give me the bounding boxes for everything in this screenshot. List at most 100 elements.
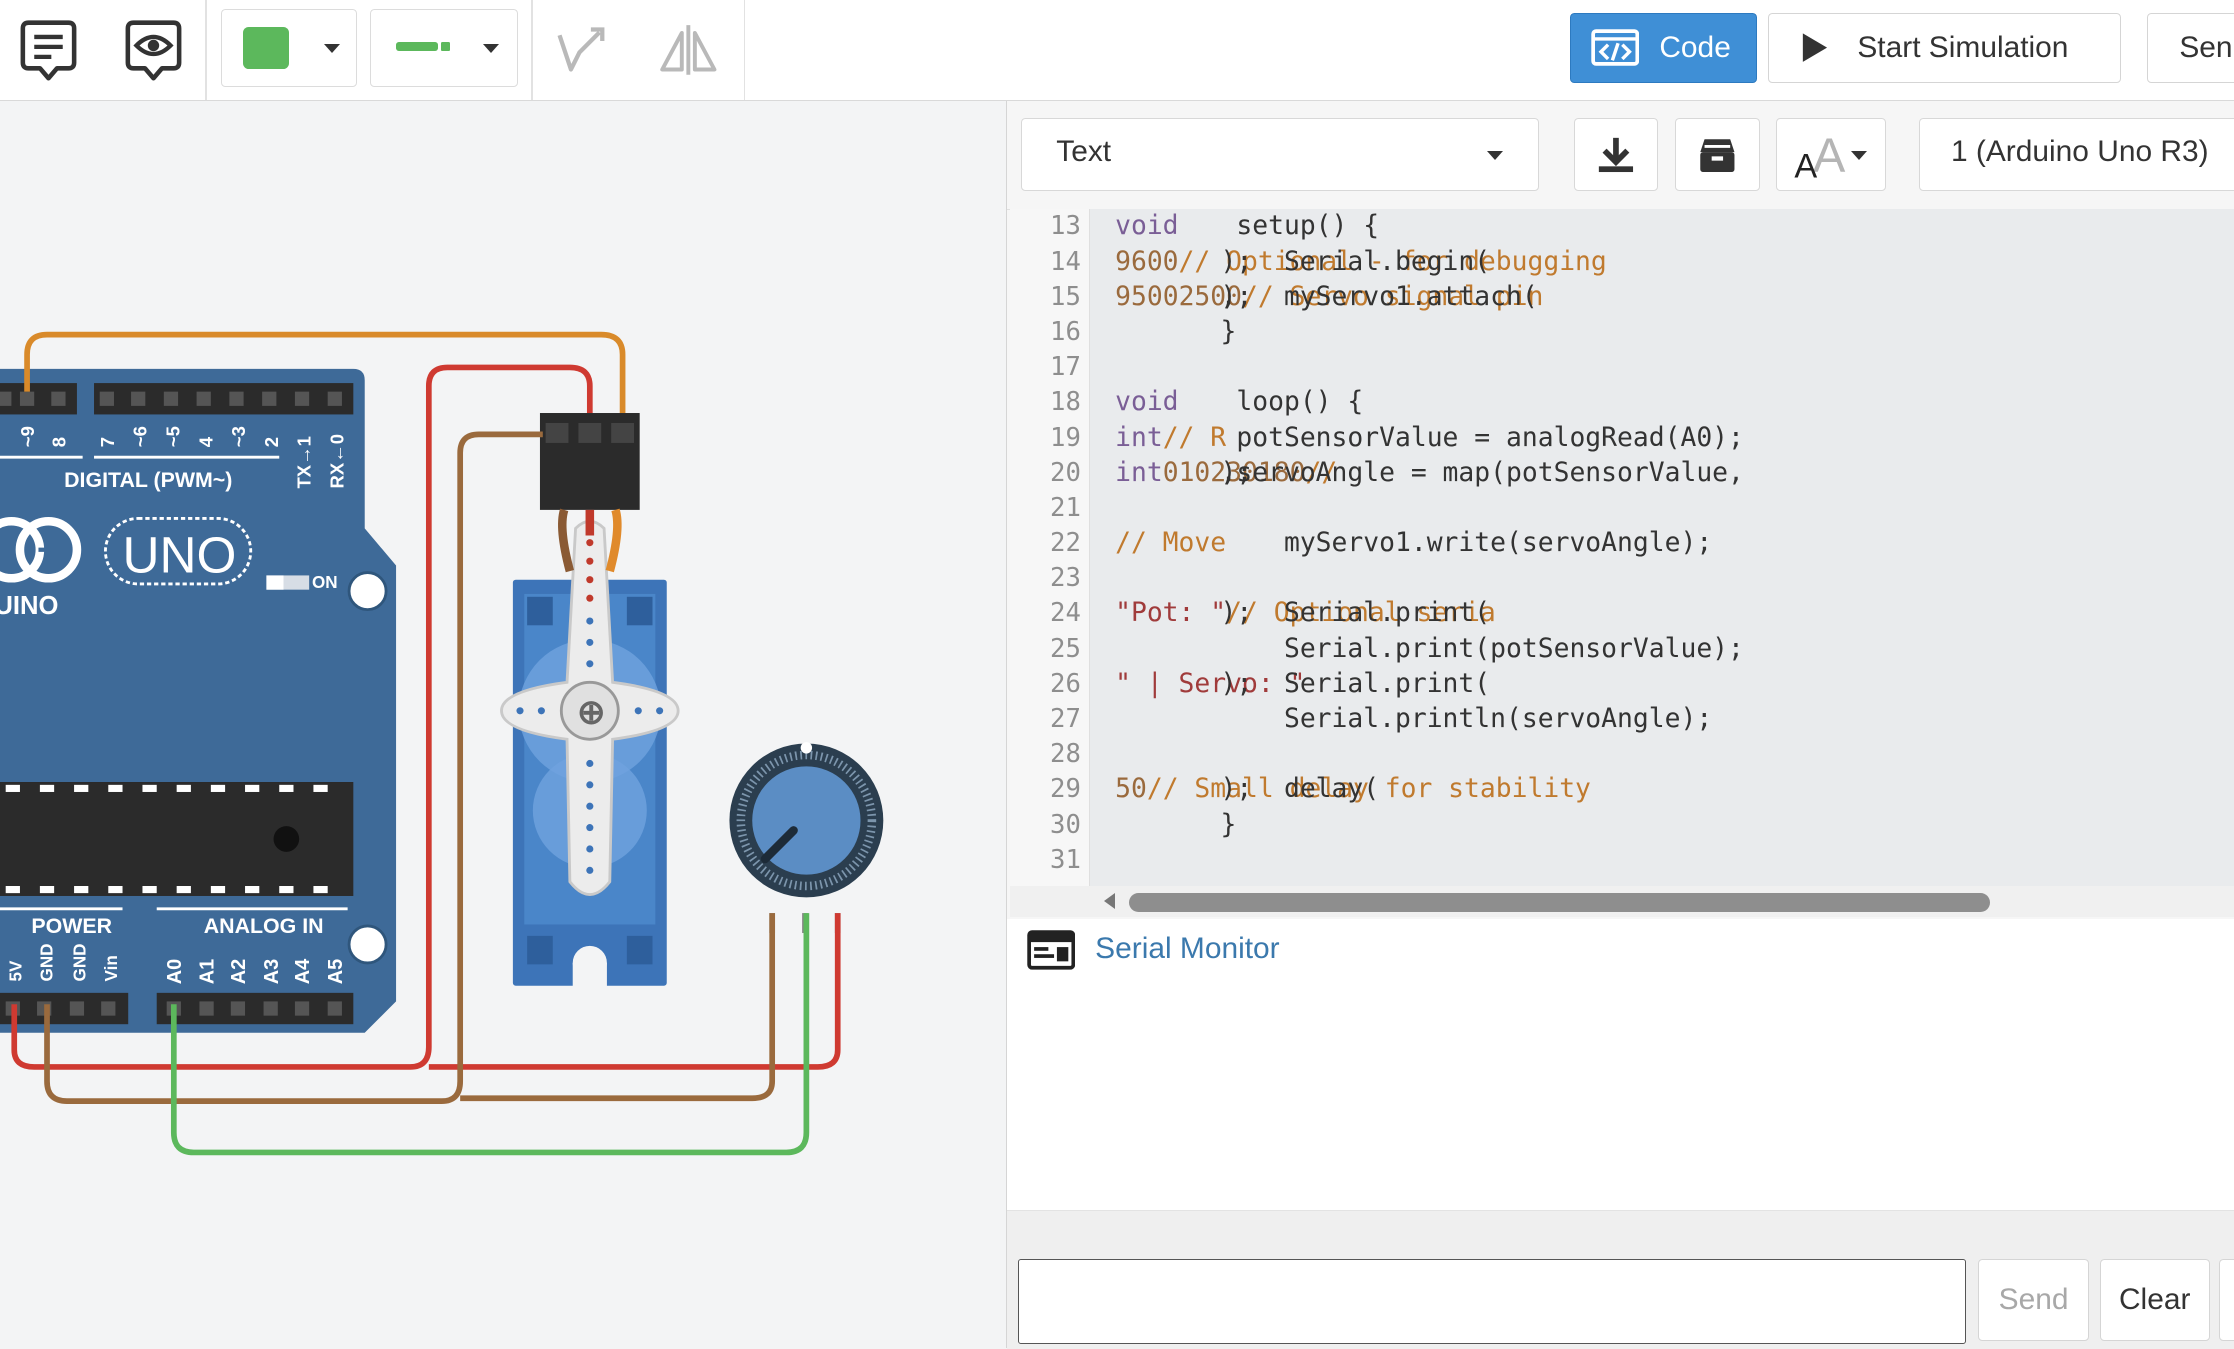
serial-clear-button[interactable]: Clear xyxy=(2099,1258,2210,1341)
serial-send-button[interactable]: Send xyxy=(1978,1258,2089,1341)
on-led-lit xyxy=(266,575,284,590)
circuit-drawing[interactable]: ~9 8 7 ~6 ~5 4 ~3 2 TX→1 RX←0 DIGITAL (P… xyxy=(0,101,1006,1348)
on-label: ON xyxy=(312,573,338,592)
line-number: 16 xyxy=(1050,316,1081,347)
color-swatch xyxy=(243,26,289,70)
code-token: servoAngle = map(potSensorValue, xyxy=(1220,457,1760,488)
code-line[interactable]: 24 Serial.print("Pot: "); // Optional se… xyxy=(1010,596,2234,631)
pot-pointer xyxy=(760,826,798,864)
code-token: 180 xyxy=(1257,457,1306,488)
line-number: 21 xyxy=(1050,492,1081,523)
code-text: int servoAngle = map(potSensorValue, 0, … xyxy=(1115,456,1744,491)
pin-label-rx0: RX←0 xyxy=(326,434,347,489)
code-token: 500 xyxy=(1130,281,1179,312)
code-line[interactable]: 19 int potSensorValue = analogRead(A0); … xyxy=(1010,421,2234,456)
code-button-label: Code xyxy=(1659,31,1731,64)
line-number-gutter xyxy=(1009,209,1091,887)
line-number: 22 xyxy=(1050,528,1081,559)
arduino-board[interactable]: ~9 8 7 ~6 ~5 4 ~3 2 TX→1 RX←0 DIGITAL (P… xyxy=(0,368,397,1033)
wire-color-dropdown[interactable] xyxy=(220,8,357,88)
library-button[interactable] xyxy=(1675,118,1760,192)
svg-text:A: A xyxy=(1813,129,1846,180)
code-token: } xyxy=(1220,809,1237,840)
wire-style-dropdown[interactable] xyxy=(370,8,518,88)
code-mode-value: Text xyxy=(1056,134,1112,168)
code-token: setup() { xyxy=(1220,211,1380,242)
pin-label-2: 2 xyxy=(261,437,282,447)
wire-analog[interactable] xyxy=(170,913,810,1156)
code-line[interactable]: 27 Serial.println(servoAngle); xyxy=(1010,702,2234,737)
wire-ground[interactable] xyxy=(44,431,543,1105)
wire-5v[interactable] xyxy=(11,364,593,1070)
code-button[interactable]: Code xyxy=(1570,12,1758,84)
send-to-button[interactable]: Sen xyxy=(2147,12,2234,84)
code-token: // Move xyxy=(1115,528,1227,559)
code-line[interactable]: 14 Serial.begin(9600); // Optional - for… xyxy=(1010,245,2234,280)
code-token: int xyxy=(1115,422,1163,453)
power-label: POWER xyxy=(31,914,112,938)
potentiometer[interactable] xyxy=(729,742,884,934)
circuit-canvas[interactable]: ~9 8 7 ~6 ~5 4 ~3 2 TX→1 RX←0 DIGITAL (P… xyxy=(0,101,1006,1348)
rotate-icon[interactable] xyxy=(549,17,612,83)
code-token: // Optional seria xyxy=(1226,598,1496,629)
code-token: } xyxy=(1220,316,1237,347)
code-line[interactable]: 26 Serial.print(" | Servo: "); xyxy=(1010,667,2234,702)
chevron-down-icon xyxy=(1486,150,1503,161)
code-token: 9 xyxy=(1115,281,1131,312)
servo-motor[interactable]: ⊕ xyxy=(500,413,680,989)
code-line[interactable]: 31 xyxy=(1010,843,2234,878)
serial-monitor-header[interactable]: Serial Monitor xyxy=(1006,918,2234,983)
code-line[interactable]: 16} xyxy=(1010,315,2234,350)
wire-pot-5v[interactable] xyxy=(428,913,841,1070)
serial-extra-button[interactable] xyxy=(2219,1258,2234,1341)
code-line[interactable]: 15 myServo1.attach(9, 500, 2500); // Ser… xyxy=(1010,280,2234,315)
library-box-icon xyxy=(1696,135,1739,175)
line-number: 24 xyxy=(1050,598,1081,629)
code-token: 1023 xyxy=(1178,457,1243,488)
servo-mount xyxy=(626,596,653,626)
scroll-left-icon[interactable] xyxy=(1104,893,1115,910)
download-button[interactable] xyxy=(1573,118,1659,192)
servo-slot xyxy=(572,963,607,989)
serial-input[interactable] xyxy=(1018,1258,1967,1344)
code-text: Serial.begin(9600); // Optional - for de… xyxy=(1115,245,1607,280)
pin-label-9: ~9 xyxy=(17,426,38,447)
code-token: ); xyxy=(1220,774,1269,805)
analog-in-label: ANALOG IN xyxy=(204,914,324,938)
wires[interactable] xyxy=(11,331,841,1156)
atmega-chip xyxy=(0,782,354,897)
wire-signal[interactable] xyxy=(24,331,626,414)
view-icon[interactable] xyxy=(123,17,186,83)
serial-send-label: Send xyxy=(1998,1282,2069,1316)
code-line[interactable]: 23 xyxy=(1010,561,2234,596)
editor-horizontal-scrollbar[interactable] xyxy=(1009,886,2234,918)
code-line[interactable]: 30} xyxy=(1010,808,2234,843)
device-select[interactable]: 1 (Arduino Uno R3) xyxy=(1918,118,2234,192)
code-token: loop() { xyxy=(1220,387,1364,418)
wire-pot-ground[interactable] xyxy=(460,913,776,1102)
code-line[interactable]: 20 int servoAngle = map(potSensorValue, … xyxy=(1010,456,2234,491)
code-line[interactable]: 17 xyxy=(1010,350,2234,385)
pin-label-5: ~5 xyxy=(163,426,184,447)
pin-label-3: ~3 xyxy=(228,426,249,447)
chevron-down-icon xyxy=(324,43,341,54)
code-mode-select[interactable]: Text xyxy=(1021,118,1539,192)
code-line[interactable]: 25 Serial.print(potSensorValue); xyxy=(1010,632,2234,667)
code-line[interactable]: 21 xyxy=(1010,491,2234,526)
code-token: Serial.print( xyxy=(1220,598,1491,629)
scrollbar-thumb[interactable] xyxy=(1129,893,1990,912)
code-token: , xyxy=(1220,457,1253,488)
code-line[interactable]: 28 xyxy=(1010,737,2234,772)
start-simulation-button[interactable]: Start Simulation xyxy=(1768,12,2121,84)
code-line[interactable]: 22 myServo1.write(servoAngle); // Move xyxy=(1010,526,2234,561)
code-token: int xyxy=(1115,457,1163,488)
code-text: void setup() { xyxy=(1115,209,1379,244)
code-token: myServo1.attach( xyxy=(1220,281,1538,312)
flip-icon[interactable] xyxy=(657,17,720,83)
notes-icon[interactable] xyxy=(17,17,80,83)
code-line[interactable]: 29 delay(50); // Small delay for stabili… xyxy=(1010,772,2234,807)
